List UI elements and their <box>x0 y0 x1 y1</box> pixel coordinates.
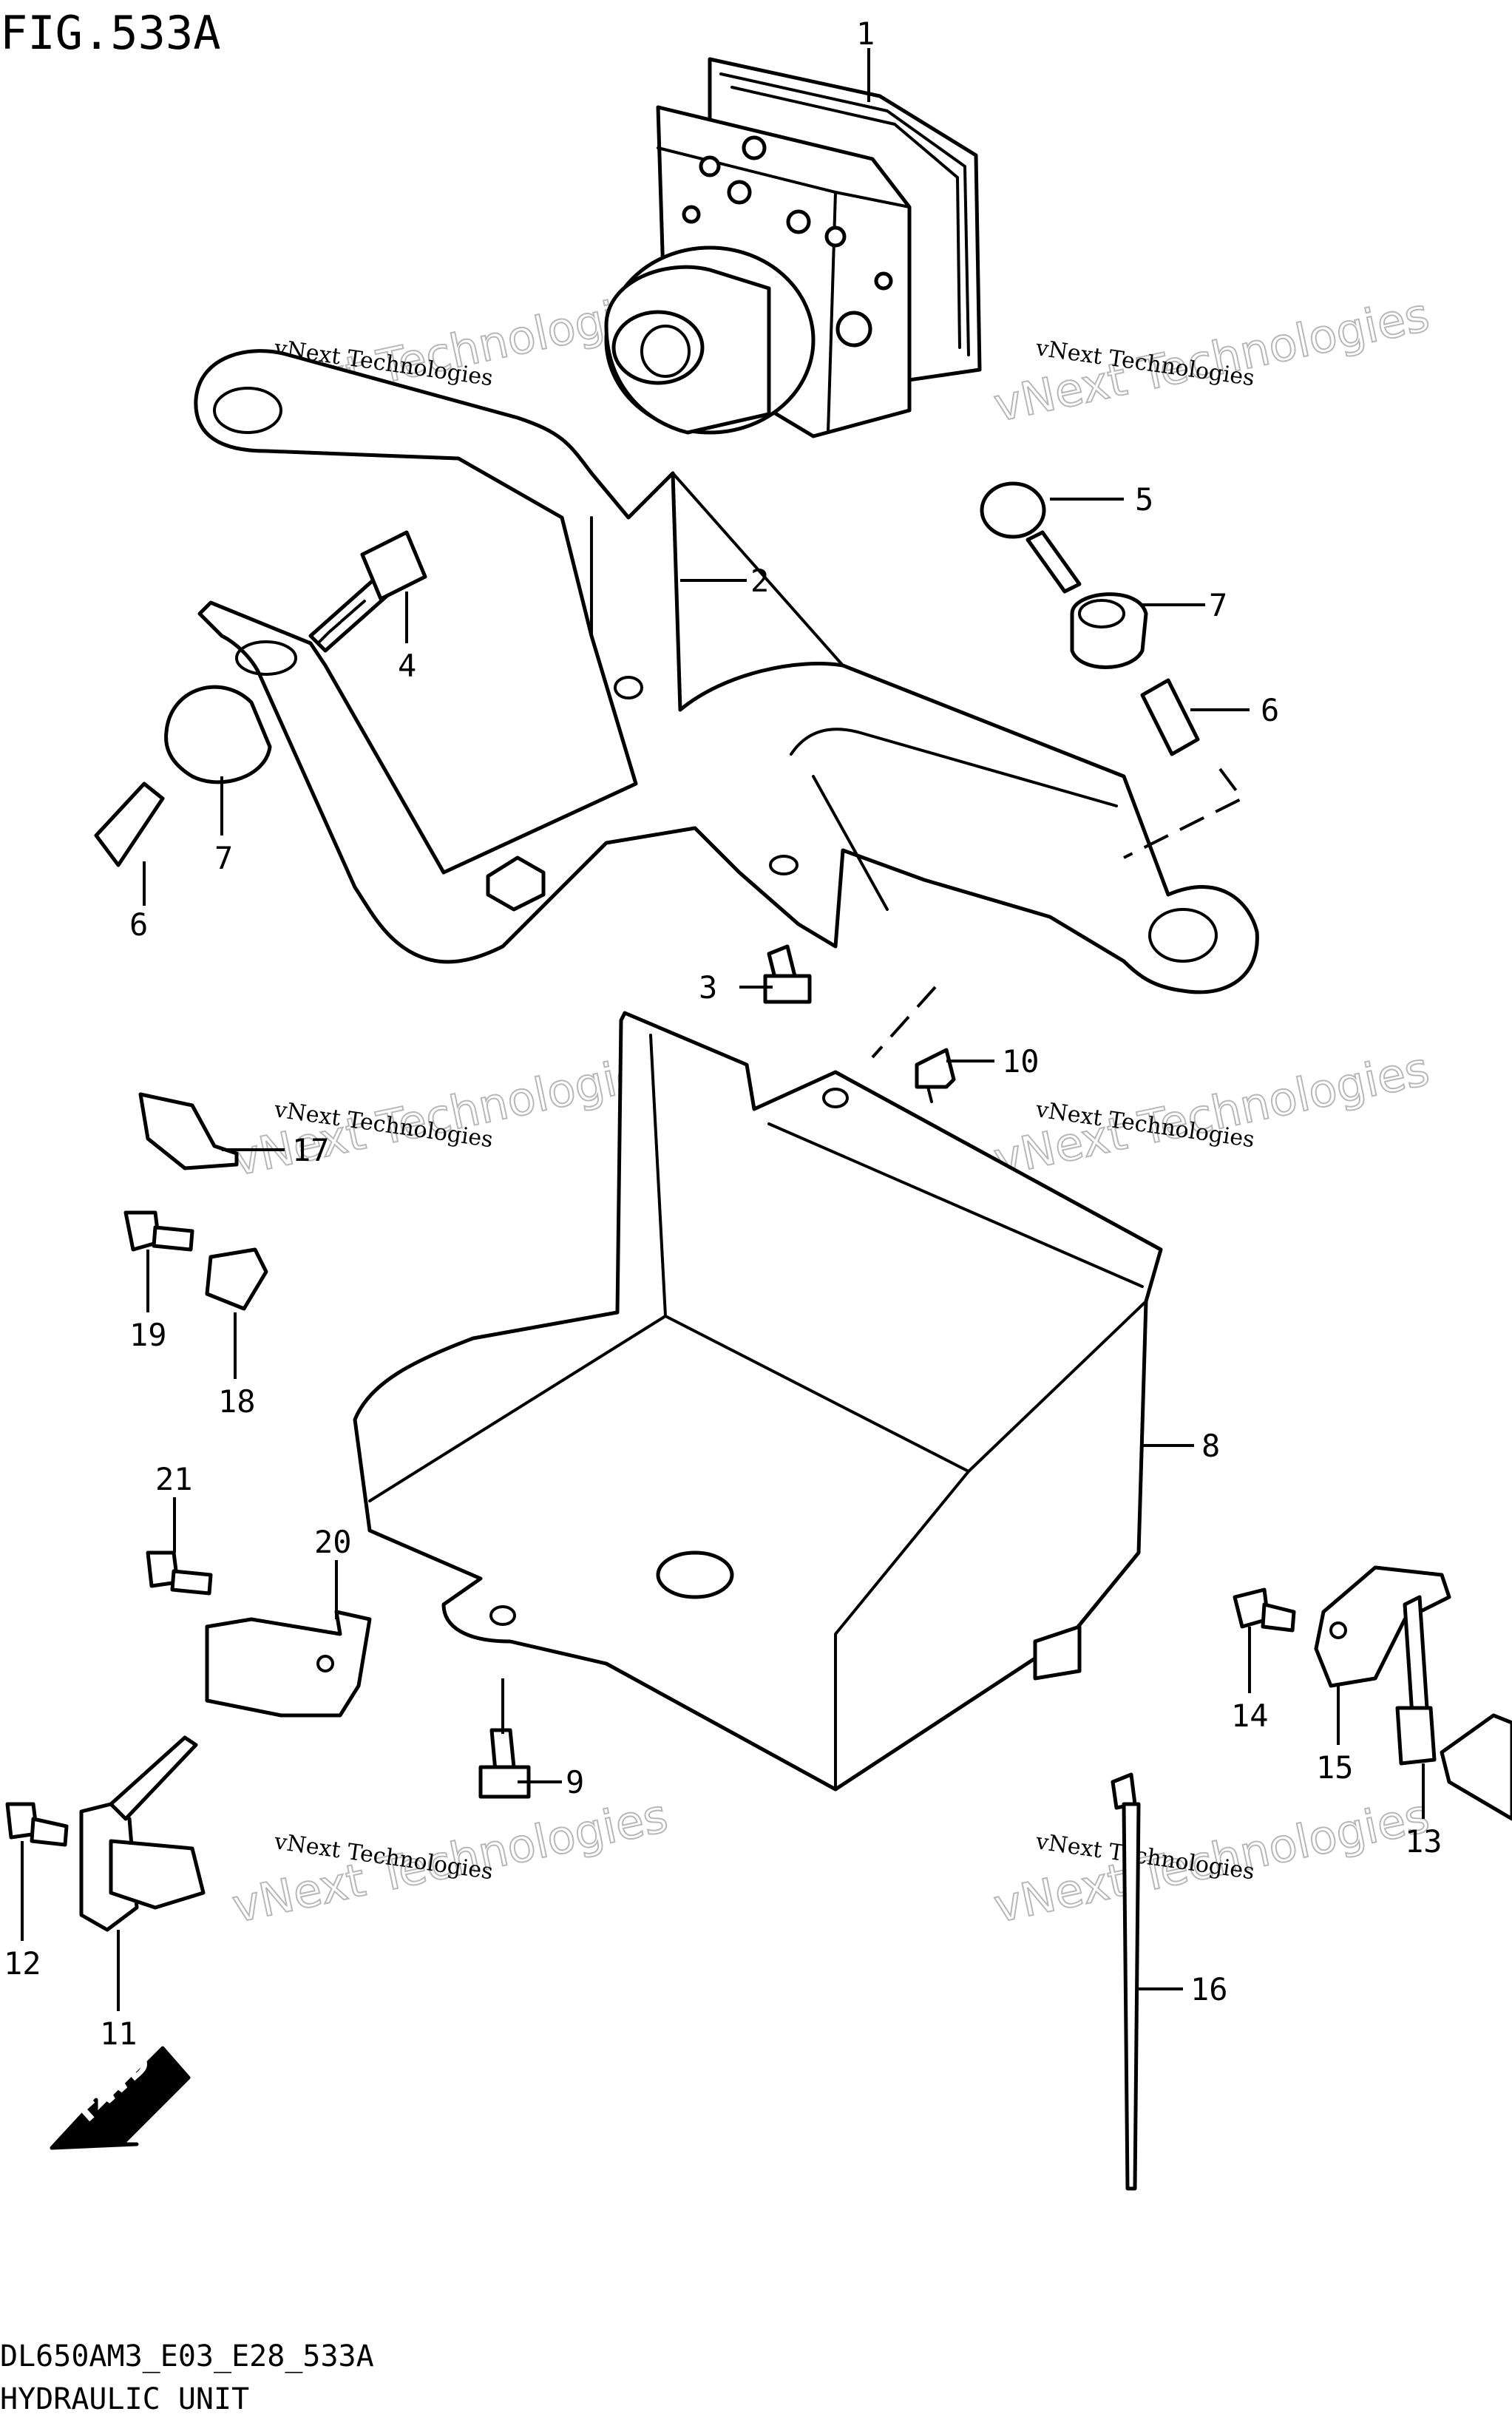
callout-16: 16 <box>1190 1971 1228 2007</box>
callout-4: 4 <box>398 648 416 684</box>
callout-12: 12 <box>4 1945 41 1982</box>
leader-lines <box>21 48 1425 2011</box>
grommet-7-left <box>164 685 272 784</box>
abs-hydraulic-unit <box>604 57 982 438</box>
callout-6-left: 6 <box>129 906 148 943</box>
bolt-5 <box>980 481 1082 594</box>
clip-10 <box>915 1048 956 1103</box>
bolt-12 <box>5 1802 69 1847</box>
tray <box>353 1011 1163 1792</box>
collar-6-left <box>94 782 165 867</box>
figure-code: DL650AM3_E03_E28_533A <box>0 2339 374 2373</box>
figure-subtitle: HYDRAULIC UNIT <box>0 2382 249 2416</box>
cable-tie-16 <box>1111 1772 1141 2191</box>
sensor-11 <box>79 1735 206 1932</box>
callout-1: 1 <box>856 16 875 52</box>
bracket-15 <box>1314 1565 1451 1688</box>
callout-2: 2 <box>750 563 769 599</box>
callout-5: 5 <box>1135 481 1153 518</box>
watermark-top-right: vNext Technologies vNext Technologies <box>989 287 1434 433</box>
clip-18 <box>205 1247 268 1311</box>
callout-10: 10 <box>1002 1043 1040 1079</box>
grommet-7-right <box>1070 592 1148 669</box>
watermark-bottom-left: vNext Technologies vNext Technologies <box>227 1788 673 1934</box>
clamp-17 <box>138 1092 239 1170</box>
callout-9: 9 <box>566 1764 584 1800</box>
callout-8: 8 <box>1201 1428 1220 1464</box>
bolt-14 <box>1233 1587 1296 1633</box>
watermark-bottom-right: vNext Technologies vNext Technologies <box>989 1788 1434 1934</box>
callout-7: 7 <box>1209 587 1227 623</box>
dashed-guide-center <box>871 986 937 1059</box>
callout-6: 6 <box>1261 692 1279 728</box>
callout-17: 17 <box>292 1132 330 1168</box>
bracket-20 <box>205 1610 372 1718</box>
callout-3: 3 <box>699 969 717 1006</box>
callout-11: 11 <box>100 2016 138 2052</box>
bolt-19 <box>123 1210 194 1252</box>
bolt-9 <box>478 1728 531 1799</box>
callout-20: 20 <box>314 1524 352 1560</box>
figure-title: FIG.533A <box>0 6 221 60</box>
collar-6-right <box>1140 678 1200 756</box>
watermark-mid-right: vNext Technologies vNext Technologies <box>989 1041 1434 1187</box>
dashed-guide-right <box>1123 767 1245 859</box>
sensor-13 <box>1395 1595 1512 1821</box>
bolt-3 <box>763 944 812 1004</box>
callout-14: 14 <box>1231 1698 1269 1734</box>
callout-21: 21 <box>155 1461 193 1497</box>
callout-19: 19 <box>129 1317 167 1353</box>
callout-18: 18 <box>218 1383 256 1420</box>
forward-direction-arrow: FWD <box>50 2041 191 2150</box>
callout-15: 15 <box>1316 1749 1354 1786</box>
callout-13: 13 <box>1405 1823 1442 1860</box>
bolt-4 <box>308 530 427 653</box>
callout-7-left: 7 <box>214 840 233 876</box>
bracket <box>194 349 1259 994</box>
bolt-21 <box>146 1550 213 1596</box>
